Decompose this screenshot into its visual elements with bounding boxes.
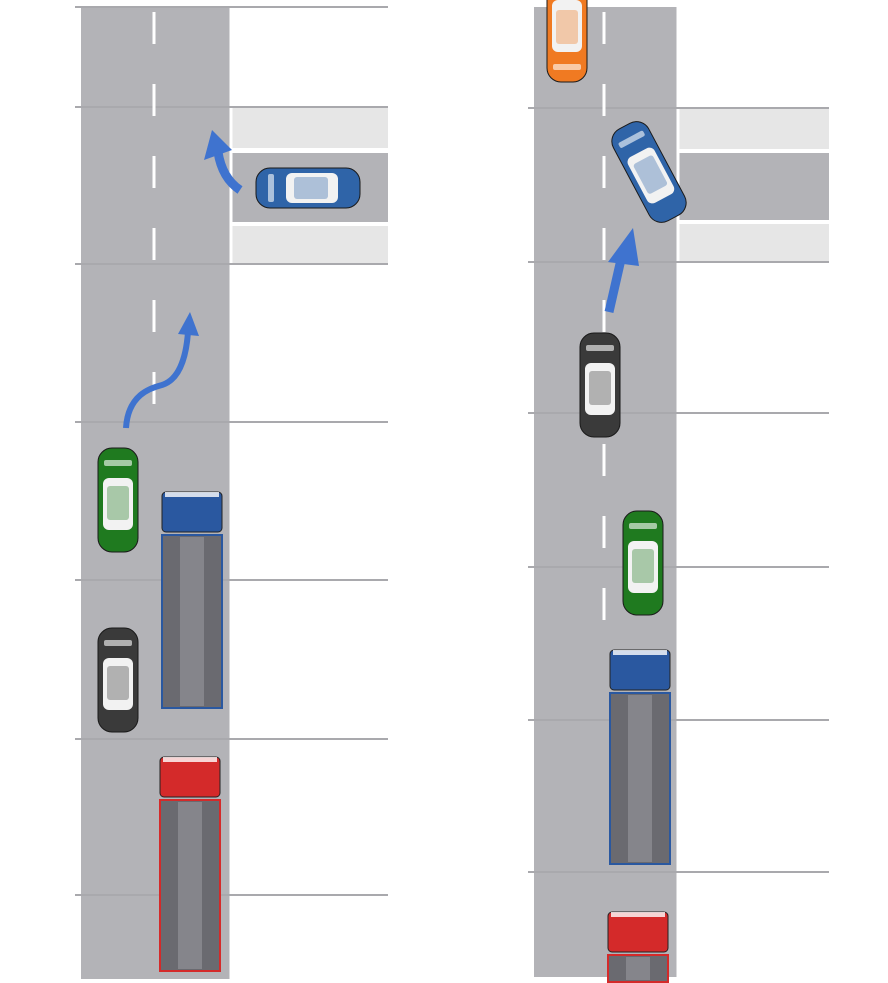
car-hood-line [629,523,657,529]
car-hood-line [618,130,645,148]
lane-dash [602,12,606,44]
blue-car [611,121,687,223]
lane-dash [602,444,606,476]
car-roof [103,478,133,530]
overtake-arrow [123,312,199,429]
green-car [97,447,139,553]
side-road [679,153,829,220]
blue-car [255,167,361,209]
lane-dash [152,228,156,260]
car-hood-line [553,64,581,70]
black-car [97,627,139,733]
side-road-strip [232,108,388,148]
lane-dash [152,84,156,116]
car-roof [628,541,658,593]
lane-dash [152,156,156,188]
lane-dashes [602,12,606,620]
orange-car [546,0,588,83]
car-roof-panel [589,371,611,405]
truck-trailer-highlight [180,537,204,706]
car-hood-line [586,345,614,351]
car-roof-panel [633,155,668,194]
side-road-strip [232,226,388,264]
truck-cab-window [165,492,219,497]
car-hood-line [104,640,132,646]
truck-trailer-highlight [178,802,202,969]
left-turn-arrow [204,130,243,194]
grid-lines [528,107,829,873]
car-roof-panel [107,666,129,700]
blue-truck [161,491,223,709]
car-roof-panel [294,177,328,199]
red-truck [607,911,669,983]
lane-dash [152,300,156,332]
green-car [622,510,664,616]
truck-trailer-highlight [628,695,652,862]
truck-cab [607,911,669,953]
lane-dash [602,84,606,116]
car-roof [286,173,338,203]
truck-cab [159,756,221,798]
truck-cab-window [163,757,217,762]
straight-arrow [604,228,639,314]
car-roof [627,147,675,204]
car-roof [585,363,615,415]
car-hood-line [104,460,132,466]
red-truck [159,756,221,972]
panel-left [75,6,388,979]
lane-dash [602,300,606,332]
car-roof-panel [556,10,578,44]
side-road-strip [679,224,829,262]
car-roof-panel [632,549,654,583]
car-roof [552,0,582,52]
truck-trailer-highlight [626,957,650,980]
panel-right [528,0,829,983]
car-hood-line [268,174,274,202]
lane-dash [602,516,606,548]
blue-truck [609,649,671,865]
lane-dash [602,156,606,188]
lane-dash [602,588,606,620]
lane-dash [152,12,156,44]
truck-cab-window [611,912,665,917]
car-roof-panel [107,486,129,520]
black-car [579,332,621,438]
lane-dash [602,228,606,260]
side-road-strip [679,109,829,149]
car-roof [103,658,133,710]
truck-cab [161,491,223,533]
truck-cab [609,649,671,691]
truck-cab-window [613,650,667,655]
